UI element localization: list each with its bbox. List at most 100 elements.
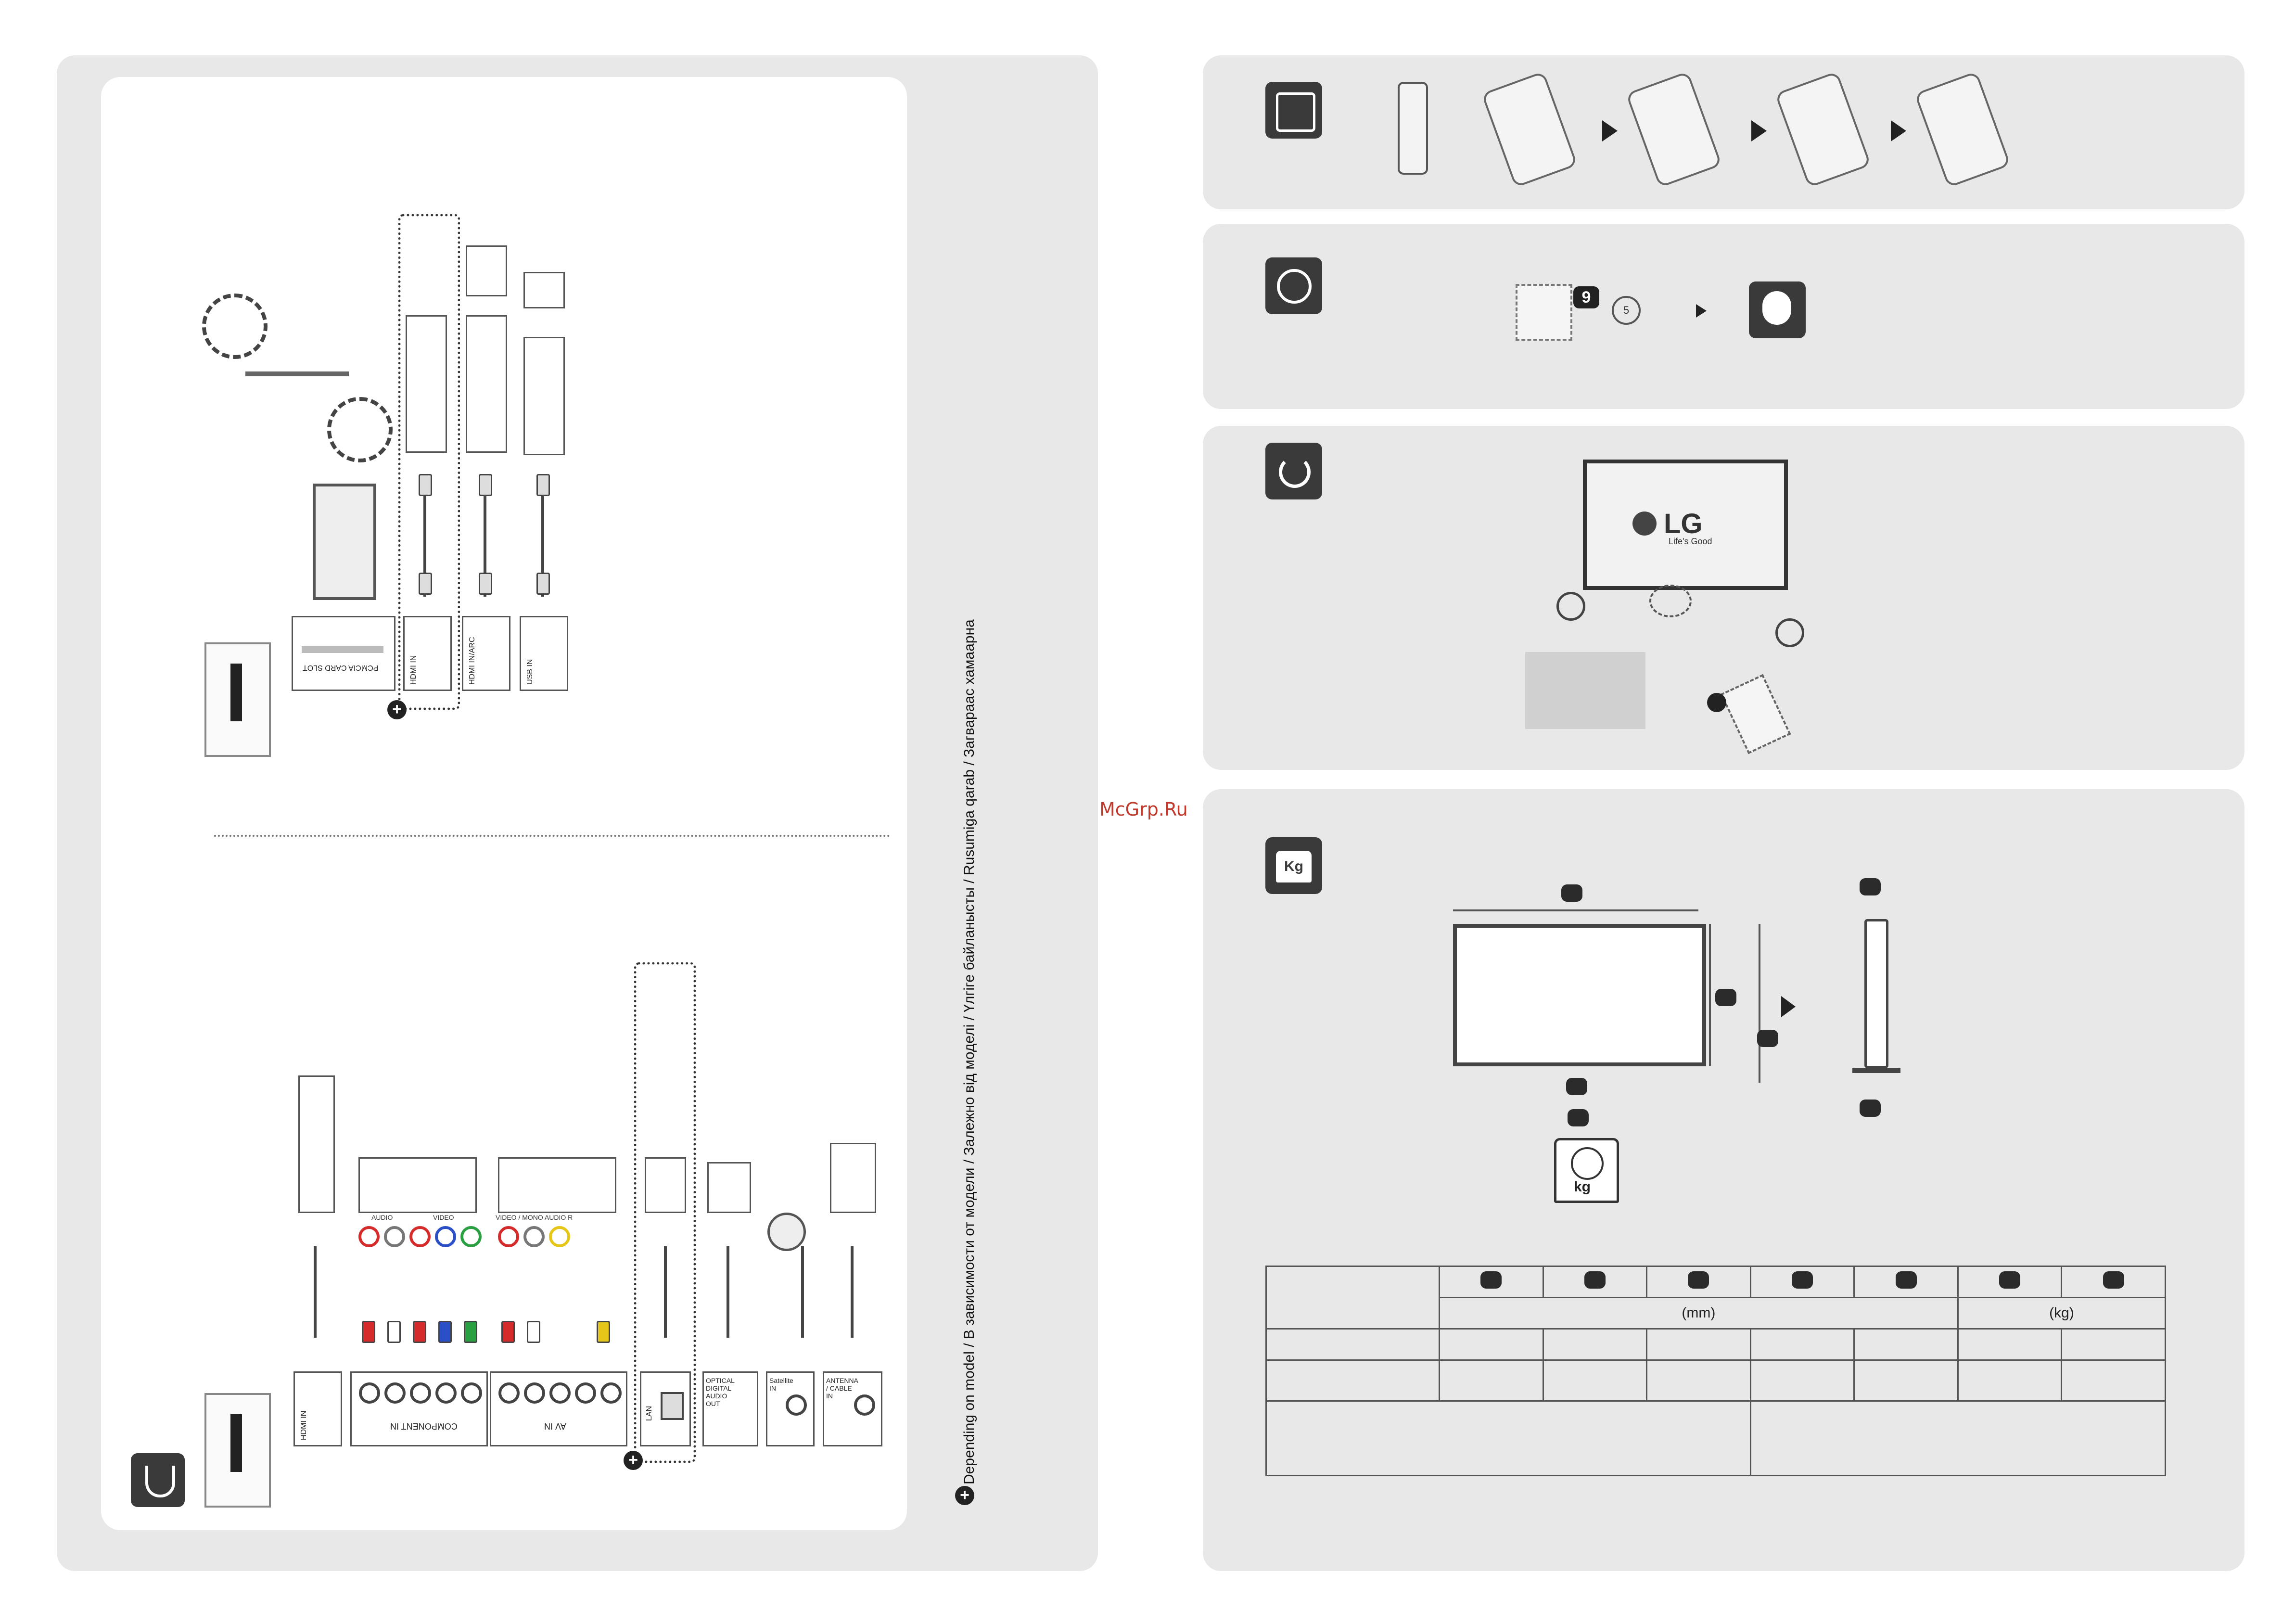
usb-plug-bottom [536, 573, 550, 595]
rca-plug-yellow-av [597, 1321, 610, 1343]
digit-badge: 9 [1573, 286, 1599, 308]
battery-panel [1203, 55, 2244, 209]
hdmi-in-port: HDMI IN [403, 616, 452, 691]
antenna-cable [851, 1246, 854, 1338]
badge-stand-depth [1860, 1100, 1881, 1117]
audio-device [707, 1162, 751, 1213]
spec-unit-kg: (kg) [1957, 1297, 2167, 1330]
scale-unit: kg [1574, 1179, 1591, 1195]
badge-width [1561, 884, 1582, 902]
ci-card [313, 484, 376, 600]
battery-icon [1276, 92, 1315, 132]
dim-height-stand-line [1759, 924, 1760, 1083]
hdmi-in-label-bottom: HDMI IN [300, 1410, 308, 1440]
bottom-strip [0, 1619, 2295, 1624]
scale-dial [1571, 1147, 1604, 1180]
spec-cell [1853, 1328, 1959, 1361]
component-jack-1 [359, 1382, 380, 1404]
arrow-1-icon [1602, 120, 1618, 141]
tv-front-illustration: LG Life's Good [1583, 460, 1788, 590]
diagram-divider [214, 835, 890, 837]
spec-footer-right [1749, 1400, 2167, 1476]
pcmcia-slot [302, 646, 383, 653]
usb-stick-icon [523, 272, 565, 308]
hdmi-optional-group [398, 214, 460, 710]
hand-press-illustration [1525, 652, 1645, 729]
spec-cell [1439, 1359, 1544, 1402]
plus-icon-top: + [387, 700, 407, 719]
spec-cell [1646, 1328, 1751, 1361]
arc-plug-top [479, 474, 492, 496]
spec-col-badge-1 [1439, 1266, 1544, 1298]
rotate-arrow-icon [1781, 996, 1796, 1017]
timer-icon: 5 [1612, 296, 1641, 325]
rca-white-1 [384, 1226, 405, 1247]
component-in-port: COMPONENT IN [350, 1371, 488, 1446]
rca-red-av [498, 1226, 519, 1247]
spec-col-badge-4 [1749, 1266, 1855, 1298]
speaker-left-icon [1556, 592, 1585, 621]
optical-cable [727, 1246, 729, 1338]
antenna-device [830, 1143, 876, 1213]
question-icon-box [1265, 257, 1322, 314]
rca-plug-blue-1 [438, 1321, 452, 1343]
spec-cell [1646, 1359, 1751, 1402]
pcmcia-label: PCMCIA CARD SLOT [303, 664, 379, 672]
power-icon-box [1265, 443, 1322, 499]
component-jack-4 [435, 1382, 457, 1404]
lg-slogan: Life's Good [1669, 537, 1712, 546]
hdmi-in-port-bottom: HDMI IN [293, 1371, 342, 1446]
av-jack-5 [600, 1382, 622, 1404]
lan-port: LAN [640, 1371, 691, 1446]
hdmi-device-bottom [298, 1075, 335, 1213]
rca-white-av [523, 1226, 545, 1247]
hdmi-arc-port: HDMI IN/ARC [462, 616, 510, 691]
av-device [498, 1157, 616, 1213]
av-jack-2 [524, 1382, 545, 1404]
antenna-jack [854, 1394, 875, 1416]
arrow-3-icon [1891, 120, 1906, 141]
spec-unit-mm: (mm) [1439, 1297, 1959, 1330]
rca-red-1 [358, 1226, 380, 1247]
tv-side-info-block-bottom [204, 1393, 271, 1508]
av-jack-1 [498, 1382, 520, 1404]
rca-plug-red-2 [413, 1321, 426, 1343]
spec-row1-label [1265, 1328, 1440, 1361]
spec-col-badge-3 [1646, 1266, 1751, 1298]
usb-in-label: USB IN [526, 659, 534, 685]
remote-illustration [1398, 82, 1428, 175]
rca-green-1 [460, 1226, 482, 1247]
spec-cell [1957, 1328, 2063, 1361]
cable-icon [145, 1466, 175, 1497]
connect-icon-box [131, 1453, 185, 1507]
badge-stand-width [1566, 1078, 1587, 1095]
support-panel [1203, 224, 2244, 409]
rca-blue-1 [435, 1226, 456, 1247]
dim-height-line [1709, 924, 1711, 1066]
spec-col-badge-2 [1542, 1266, 1648, 1298]
satellite-label: Satellite IN [769, 1377, 793, 1392]
rca-plug-green-1 [464, 1321, 477, 1343]
component-jack-3 [410, 1382, 431, 1404]
rca-yellow-av [549, 1226, 570, 1247]
lan-optional-group [634, 962, 696, 1463]
ci-module-circle-top [202, 294, 268, 359]
spec-cell [1542, 1359, 1648, 1402]
tv-side-info-block [204, 642, 271, 757]
spec-cell [1957, 1359, 2063, 1402]
usb-in-port: USB IN [520, 616, 568, 691]
spec-cell [2061, 1328, 2166, 1361]
battery-icon-box [1265, 82, 1322, 139]
lg-brand: LG [1664, 508, 1703, 539]
router-device [645, 1157, 686, 1213]
antenna-label: ANTENNA / CABLE IN [826, 1377, 858, 1400]
ci-cable [245, 371, 349, 376]
spec-cell [1439, 1328, 1544, 1361]
component-jack-2 [384, 1382, 406, 1404]
dim-width-line [1453, 909, 1698, 911]
weight-icon-box: Kg [1265, 837, 1322, 894]
question-icon [1277, 269, 1312, 304]
badge-height [1715, 989, 1736, 1006]
lan-socket [661, 1392, 684, 1420]
lan-cable [664, 1246, 667, 1338]
